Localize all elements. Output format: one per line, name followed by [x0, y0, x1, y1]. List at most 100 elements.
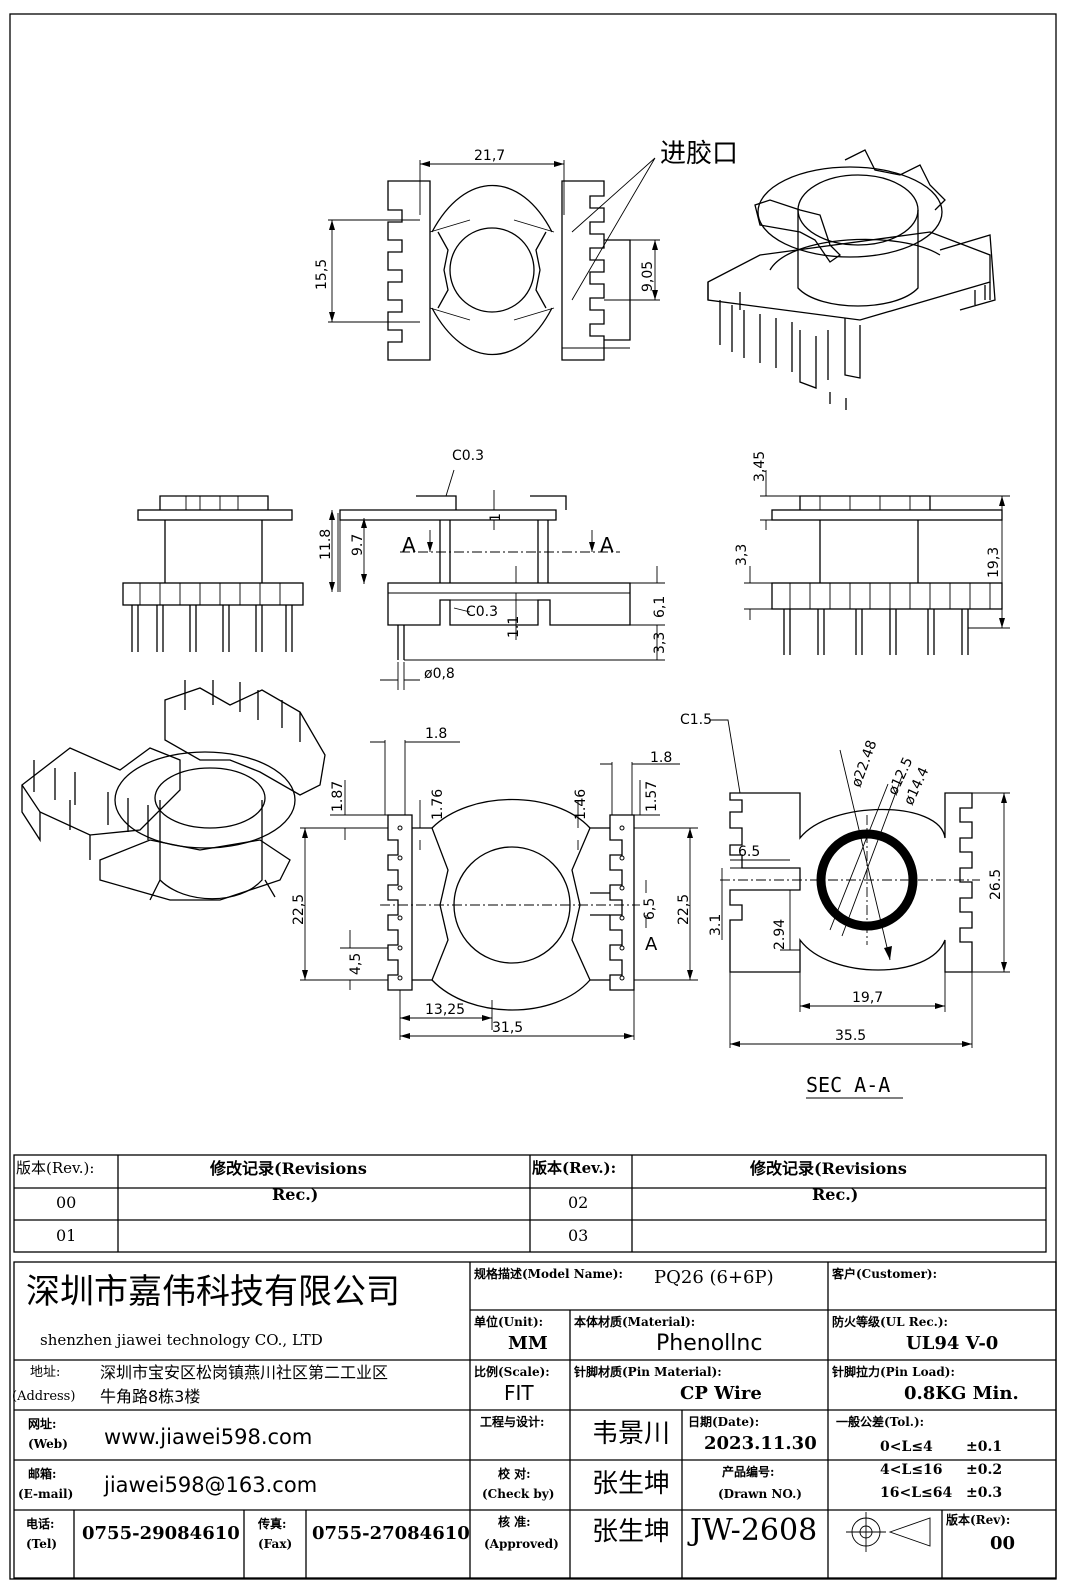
engineer-label: 工程与设计:: [480, 1415, 545, 1429]
section-a-a-view: ø22.48 ø12.5 ø14.4 C1.5 6.5 3.1 2.94 26.…: [680, 712, 1010, 1099]
date-value: 2023.11.30: [704, 1433, 817, 1454]
tolerance-label: 一般公差(Tol.):: [836, 1415, 925, 1429]
revision-table: [13, 1154, 1047, 1253]
dim-31-5: 31,5: [492, 1020, 523, 1036]
web-label-en: (Web): [28, 1437, 68, 1451]
dim-1-8-right: 1.8: [650, 750, 672, 766]
rec-col-right-a: 修改记录(Revisions: [750, 1159, 907, 1178]
rev-row-03: 03: [568, 1226, 589, 1245]
dim-1-8-left: 1.8: [425, 726, 447, 742]
scale-label: 比例(Scale):: [474, 1365, 550, 1379]
dim-1: 1: [488, 513, 504, 522]
dim-1-1: 1.1: [506, 616, 522, 638]
dim-15-5: 15,5: [314, 259, 330, 290]
date-label: 日期(Date):: [688, 1415, 760, 1429]
section-mark-a-bottom: A: [645, 934, 658, 955]
model-name: PQ26 (6+6P): [654, 1267, 774, 1288]
iso-view-top: [707, 149, 996, 410]
dim-13-25: 13,25: [425, 1002, 465, 1018]
rec-col-left-b: Rec.): [272, 1185, 319, 1204]
dim-26-5: 26.5: [988, 869, 1004, 900]
address-label-en: (Address): [12, 1389, 76, 1404]
email-label-en: (E-mail): [18, 1487, 74, 1501]
drawn-label-cn: 产品编号:: [722, 1465, 775, 1479]
dim-19-7: 19,7: [852, 990, 883, 1006]
material-value: Phenollnc: [656, 1331, 763, 1356]
tol-range-3: 16<L≤64: [880, 1485, 953, 1501]
email-address[interactable]: jiawei598@163.com: [104, 1473, 318, 1497]
check-label-en: (Check by): [482, 1487, 555, 1501]
dim-pin-dia-0-8: ø0,8: [424, 666, 455, 682]
section-mark-a-right: A: [600, 533, 614, 557]
dim-1-87: 1.87: [330, 781, 346, 812]
engineer-name: 韦景川: [592, 1419, 671, 1449]
dim-21-7: 21,7: [474, 148, 505, 164]
section-mark-a-left: A: [402, 533, 416, 557]
tol-value-3: ±0.3: [966, 1485, 1003, 1501]
unit-value: MM: [508, 1333, 548, 1354]
pin-load-label: 针脚拉力(Pin Load):: [832, 1365, 955, 1379]
rev-row-00: 00: [56, 1193, 77, 1212]
check-label-cn: 校 对:: [498, 1467, 531, 1481]
dim-3-3-right: 3,3: [734, 544, 750, 566]
side-view-left: [122, 495, 304, 652]
web-address[interactable]: www.jiawei598.com: [104, 1425, 313, 1449]
fax-label-cn: 传真:: [258, 1517, 287, 1531]
iso-view-bottom: [21, 680, 326, 901]
company-name-en: shenzhen jiawei technology CO., LTD: [40, 1331, 323, 1349]
scale-value: FIT: [504, 1381, 534, 1405]
dim-9-7: 9.7: [350, 534, 366, 556]
dim-4-5: 4,5: [348, 953, 364, 975]
email-label-cn: 邮箱:: [28, 1467, 57, 1481]
tol-value-2: ±0.2: [966, 1462, 1003, 1478]
chamfer-c0-3-top: C0.3: [452, 448, 484, 464]
web-label-cn: 网址:: [28, 1417, 57, 1431]
title-block-grid: [13, 1261, 1057, 1579]
checker-name: 张生坤: [592, 1469, 671, 1499]
dim-6-5-section: 6.5: [738, 844, 760, 860]
drawing-frame: [9, 13, 1057, 1580]
dim-3-1: 3.1: [708, 914, 724, 936]
dim-dia-22-48: ø22.48: [849, 738, 881, 789]
tol-range-2: 4<L≤16: [880, 1462, 943, 1478]
fax-label-en: (Fax): [258, 1537, 293, 1551]
approver-name: 张生坤: [592, 1517, 671, 1547]
side-view-right: 3,45 3,3 19,3: [734, 451, 1010, 655]
tel-label-en: (Tel): [26, 1537, 58, 1551]
drawing-number: JW-2608: [690, 1513, 818, 1548]
pin-material-label: 针脚材质(Pin Material):: [574, 1365, 722, 1379]
drawn-label-en: (Drawn NO.): [718, 1487, 802, 1501]
chamfer-c0-3-bottom: C0.3: [466, 604, 498, 620]
rec-col-right-b: Rec.): [812, 1185, 859, 1204]
unit-label: 单位(Unit):: [474, 1315, 544, 1329]
dim-35-5: 35.5: [835, 1028, 866, 1044]
dim-9-05: 9,05: [640, 261, 656, 292]
tol-value-1: ±0.1: [966, 1439, 1003, 1455]
dim-22-5-right: 22,5: [676, 894, 692, 925]
dim-3-45: 3,45: [752, 451, 768, 482]
rev-col-right: 版本(Rev.):: [532, 1159, 617, 1177]
dim-1-76: 1.76: [430, 789, 446, 820]
pin-load-value: 0.8KG Min.: [904, 1383, 1019, 1404]
dim-6-1: 6,1: [652, 596, 668, 618]
tol-range-1: 0<L≤4: [880, 1439, 933, 1455]
rev-label: 版本(Rev):: [946, 1513, 1011, 1527]
model-label: 规格描述(Model Name):: [474, 1267, 623, 1281]
address-label-cn: 地址:: [30, 1365, 61, 1380]
pin-material-value: CP Wire: [680, 1383, 762, 1404]
material-label: 本体材质(Material):: [574, 1315, 696, 1329]
rev-row-02: 02: [568, 1193, 589, 1212]
tel-number: 0755-29084610: [82, 1523, 240, 1544]
rev-col-left: 版本(Rev.):: [16, 1159, 95, 1177]
ul-value: UL94 V-0: [906, 1333, 999, 1354]
approve-label-cn: 核 准:: [498, 1515, 531, 1529]
dim-3-3-left: 3,3: [652, 632, 668, 654]
tel-label-cn: 电话:: [26, 1517, 55, 1531]
rev-row-01: 01: [56, 1226, 77, 1245]
dim-22-5-left: 22,5: [291, 894, 307, 925]
top-view: 21,7 15,5 9,05 进胶口: [314, 139, 738, 361]
gate-label: 进胶口: [660, 139, 738, 169]
side-view-section: A A 11.8 9.7 C0.3 C0.3 1 1.1 6,1 3,3 ø0,…: [318, 448, 668, 690]
rec-col-left-a: 修改记录(Revisions: [210, 1159, 367, 1178]
